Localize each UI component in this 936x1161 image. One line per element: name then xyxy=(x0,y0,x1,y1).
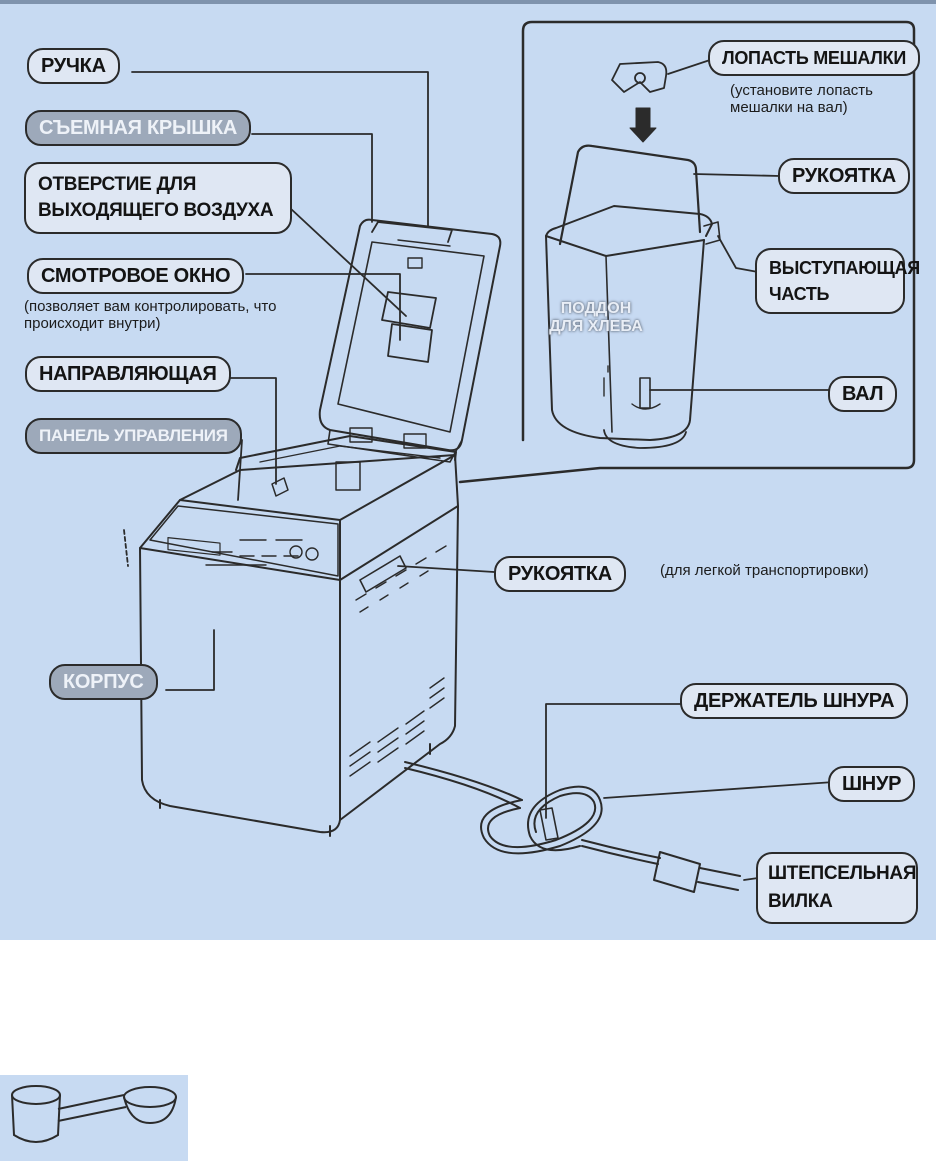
leader-lines xyxy=(123,59,835,881)
label-bread-pan: ПОДДОН ДЛЯ ХЛЕБА xyxy=(549,300,643,335)
kneading-blade-thumbnail xyxy=(0,1075,188,1161)
label-body: КОРПУС xyxy=(49,664,158,700)
bread-maker-body xyxy=(139,435,459,837)
kneading-blade-icon xyxy=(11,1085,177,1143)
label-cord-holder: ДЕРЖАТЕЛЬ ШНУРА xyxy=(680,683,909,719)
diagram-panel: РУЧКА СЪЕМНАЯ КРЫШКА ОТВЕРСТИЕ ДЛЯ ВЫХОД… xyxy=(0,0,936,940)
label-protrusion: ВЫСТУПАЮЩАЯ ЧАСТЬ xyxy=(755,248,920,314)
insert-arrow-icon xyxy=(629,107,657,143)
kneading-blade-drawing xyxy=(611,61,668,93)
carry-handle-note: (для легкой транспортировки) xyxy=(660,562,869,579)
view-window-note: (позволяет вам контролировать, что проис… xyxy=(24,298,277,332)
label-control-panel: ПАНЕЛЬ УПРАВЛЕНИЯ xyxy=(25,418,242,454)
label-cord: ШНУР xyxy=(828,766,916,802)
kneading-blade-note: (установите лопасть мешалки на вал) xyxy=(730,82,873,116)
label-carry-handle: РУКОЯТКА xyxy=(494,556,626,592)
label-plug: ШТЕПСЕЛЬНАЯ ВИЛКА xyxy=(756,852,918,924)
label-shaft: ВАЛ xyxy=(828,376,898,412)
label-handle-top: РУЧКА xyxy=(27,48,120,84)
bread-maker-illustration xyxy=(123,20,916,893)
bread-pan-drawing xyxy=(545,144,721,449)
open-lid xyxy=(318,218,502,463)
label-air-vent: ОТВЕРСТИЕ ДЛЯ ВЫХОДЯЩЕГО ВОЗДУХА xyxy=(24,162,292,234)
power-cord-drawing xyxy=(404,761,741,893)
inset-frame xyxy=(458,20,916,484)
label-guide: НАПРАВЛЯЮЩАЯ xyxy=(25,356,231,392)
label-pan-handle: РУКОЯТКА xyxy=(778,158,910,194)
label-kneading-blade: ЛОПАСТЬ МЕШАЛКИ xyxy=(708,40,920,76)
label-view-window: СМОТРОВОЕ ОКНО xyxy=(27,258,245,294)
label-removable-lid: СЪЕМНАЯ КРЫШКА xyxy=(25,110,252,146)
